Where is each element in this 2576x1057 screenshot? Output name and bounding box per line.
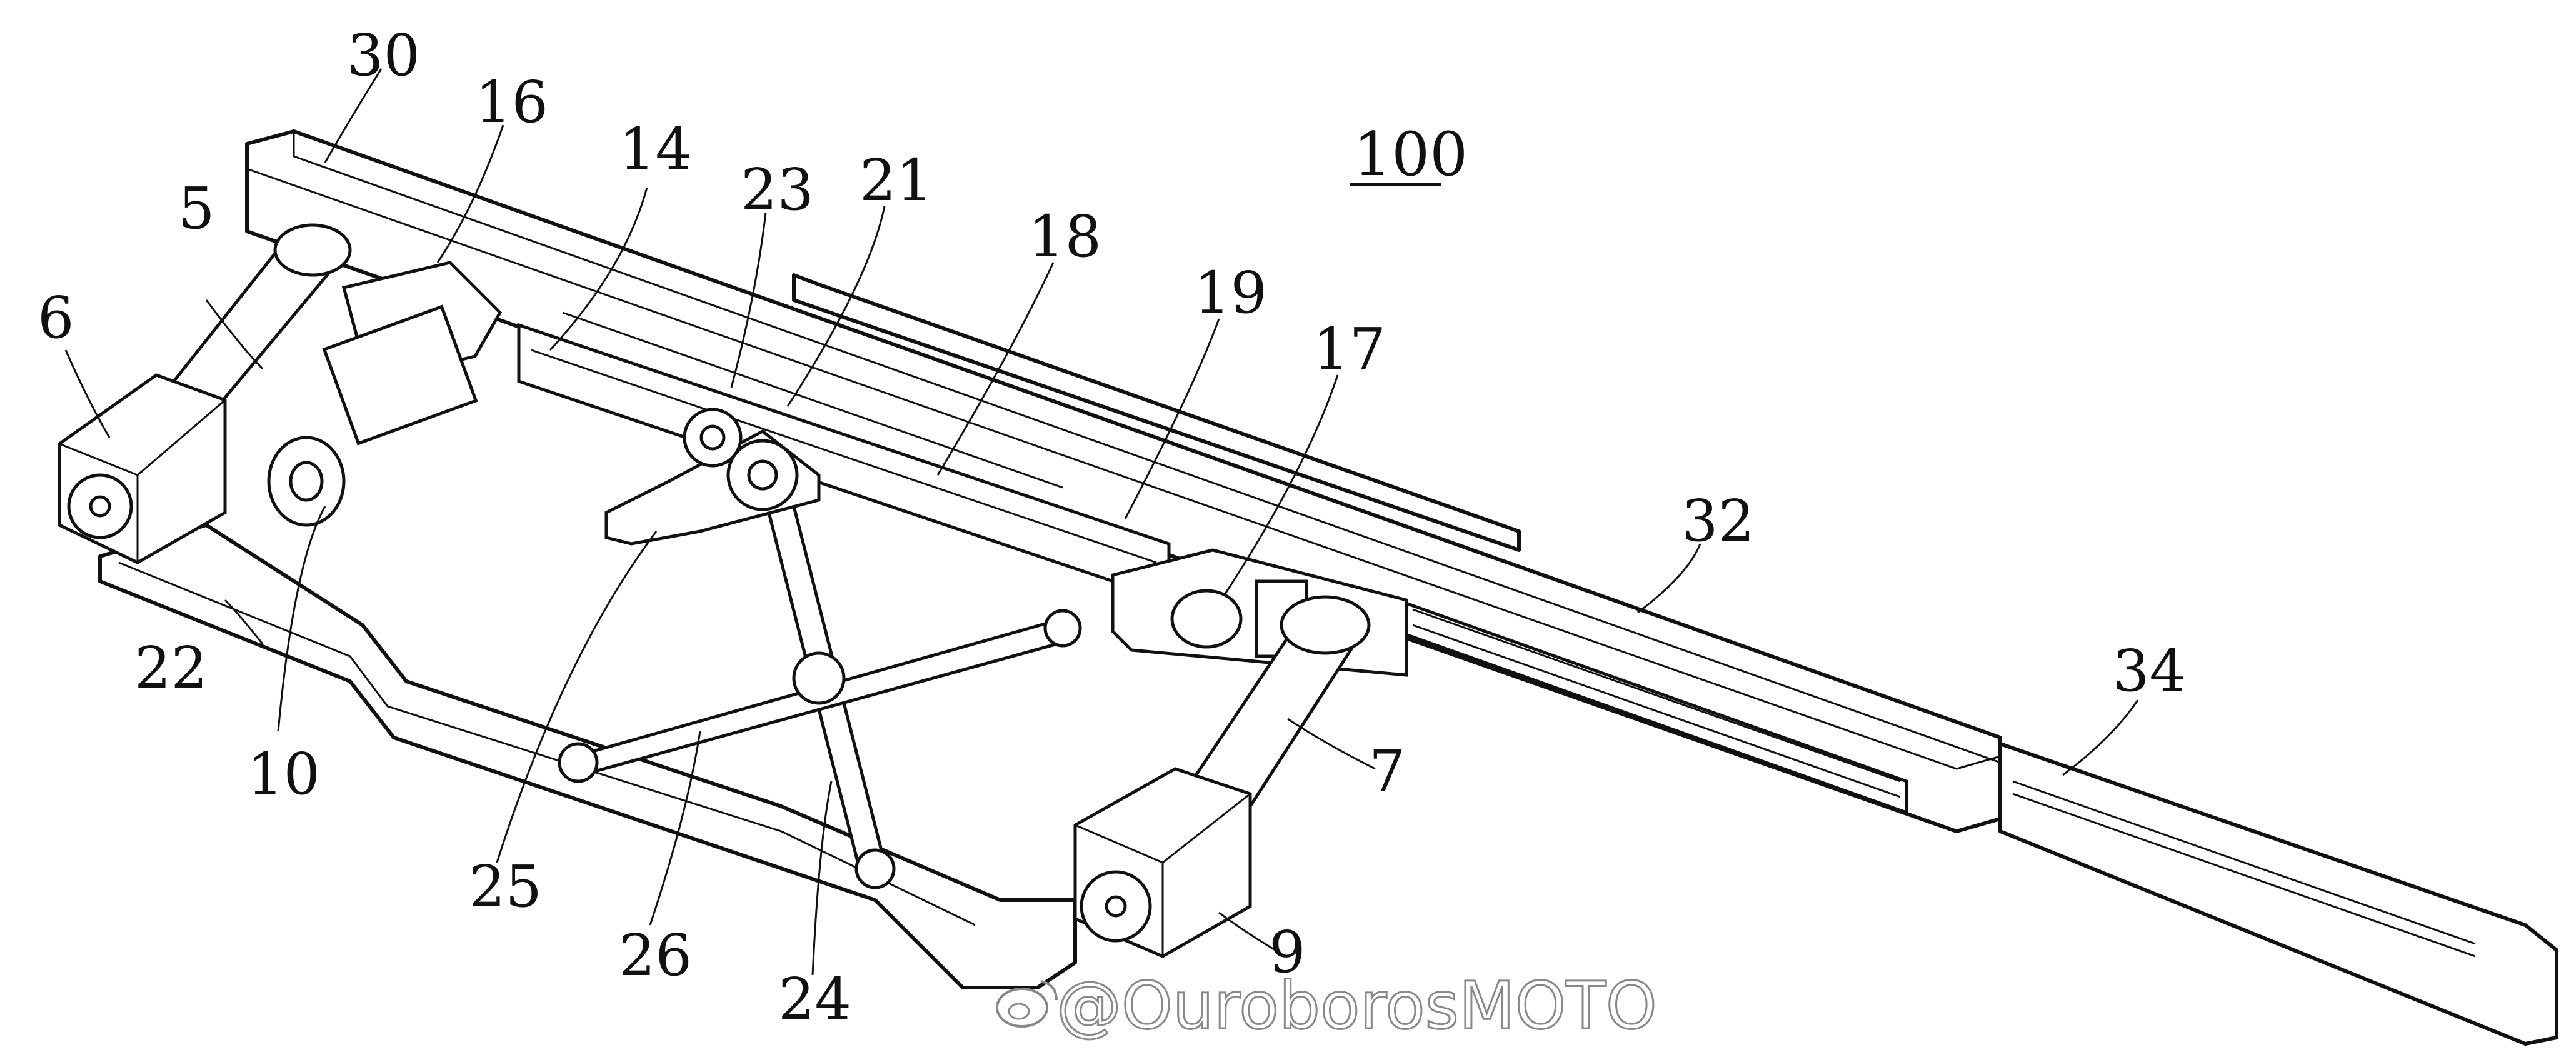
actuator-cylinder-7 (1185, 595, 1371, 808)
label-30: 30 (347, 22, 420, 89)
bracket-plates (604, 408, 821, 546)
reference-labels: 30 16 14 23 21 18 19 17 5 6 32 34 22 10 … (38, 22, 2186, 1033)
motor-box-9 (1073, 767, 1252, 958)
label-17: 17 (1313, 316, 1386, 383)
motor-assembly (267, 261, 503, 527)
watermark-text: @OuroborosMOTO (1056, 968, 1657, 1044)
label-21: 21 (860, 147, 933, 214)
label-7: 7 (1369, 738, 1406, 804)
label-34: 34 (2113, 638, 2186, 704)
watermark: @OuroborosMOTO (996, 967, 1658, 1045)
label-9: 9 (1269, 919, 1306, 986)
rack-teeth (1412, 608, 1901, 798)
label-16: 16 (475, 69, 548, 136)
label-23: 23 (741, 156, 814, 223)
label-22: 22 (134, 634, 208, 701)
label-6: 6 (38, 284, 74, 351)
figure-reference-numeral: 100 (1350, 119, 1468, 189)
label-26: 26 (619, 922, 692, 989)
label-24: 24 (778, 966, 851, 1033)
leader-lines (64, 68, 2139, 976)
actuator-cylinder-5 (166, 223, 352, 415)
label-14: 14 (619, 116, 692, 183)
label-100: 100 (1353, 119, 1468, 189)
label-10: 10 (247, 741, 320, 808)
label-18: 18 (1028, 203, 1101, 270)
label-25: 25 (469, 853, 542, 920)
label-32: 32 (1681, 488, 1755, 554)
label-5: 5 (178, 175, 215, 242)
weibo-icon (996, 980, 1058, 1028)
extension-rail (1998, 742, 2558, 1046)
main-rail-housing (245, 129, 2002, 833)
label-19: 19 (1194, 259, 1267, 326)
